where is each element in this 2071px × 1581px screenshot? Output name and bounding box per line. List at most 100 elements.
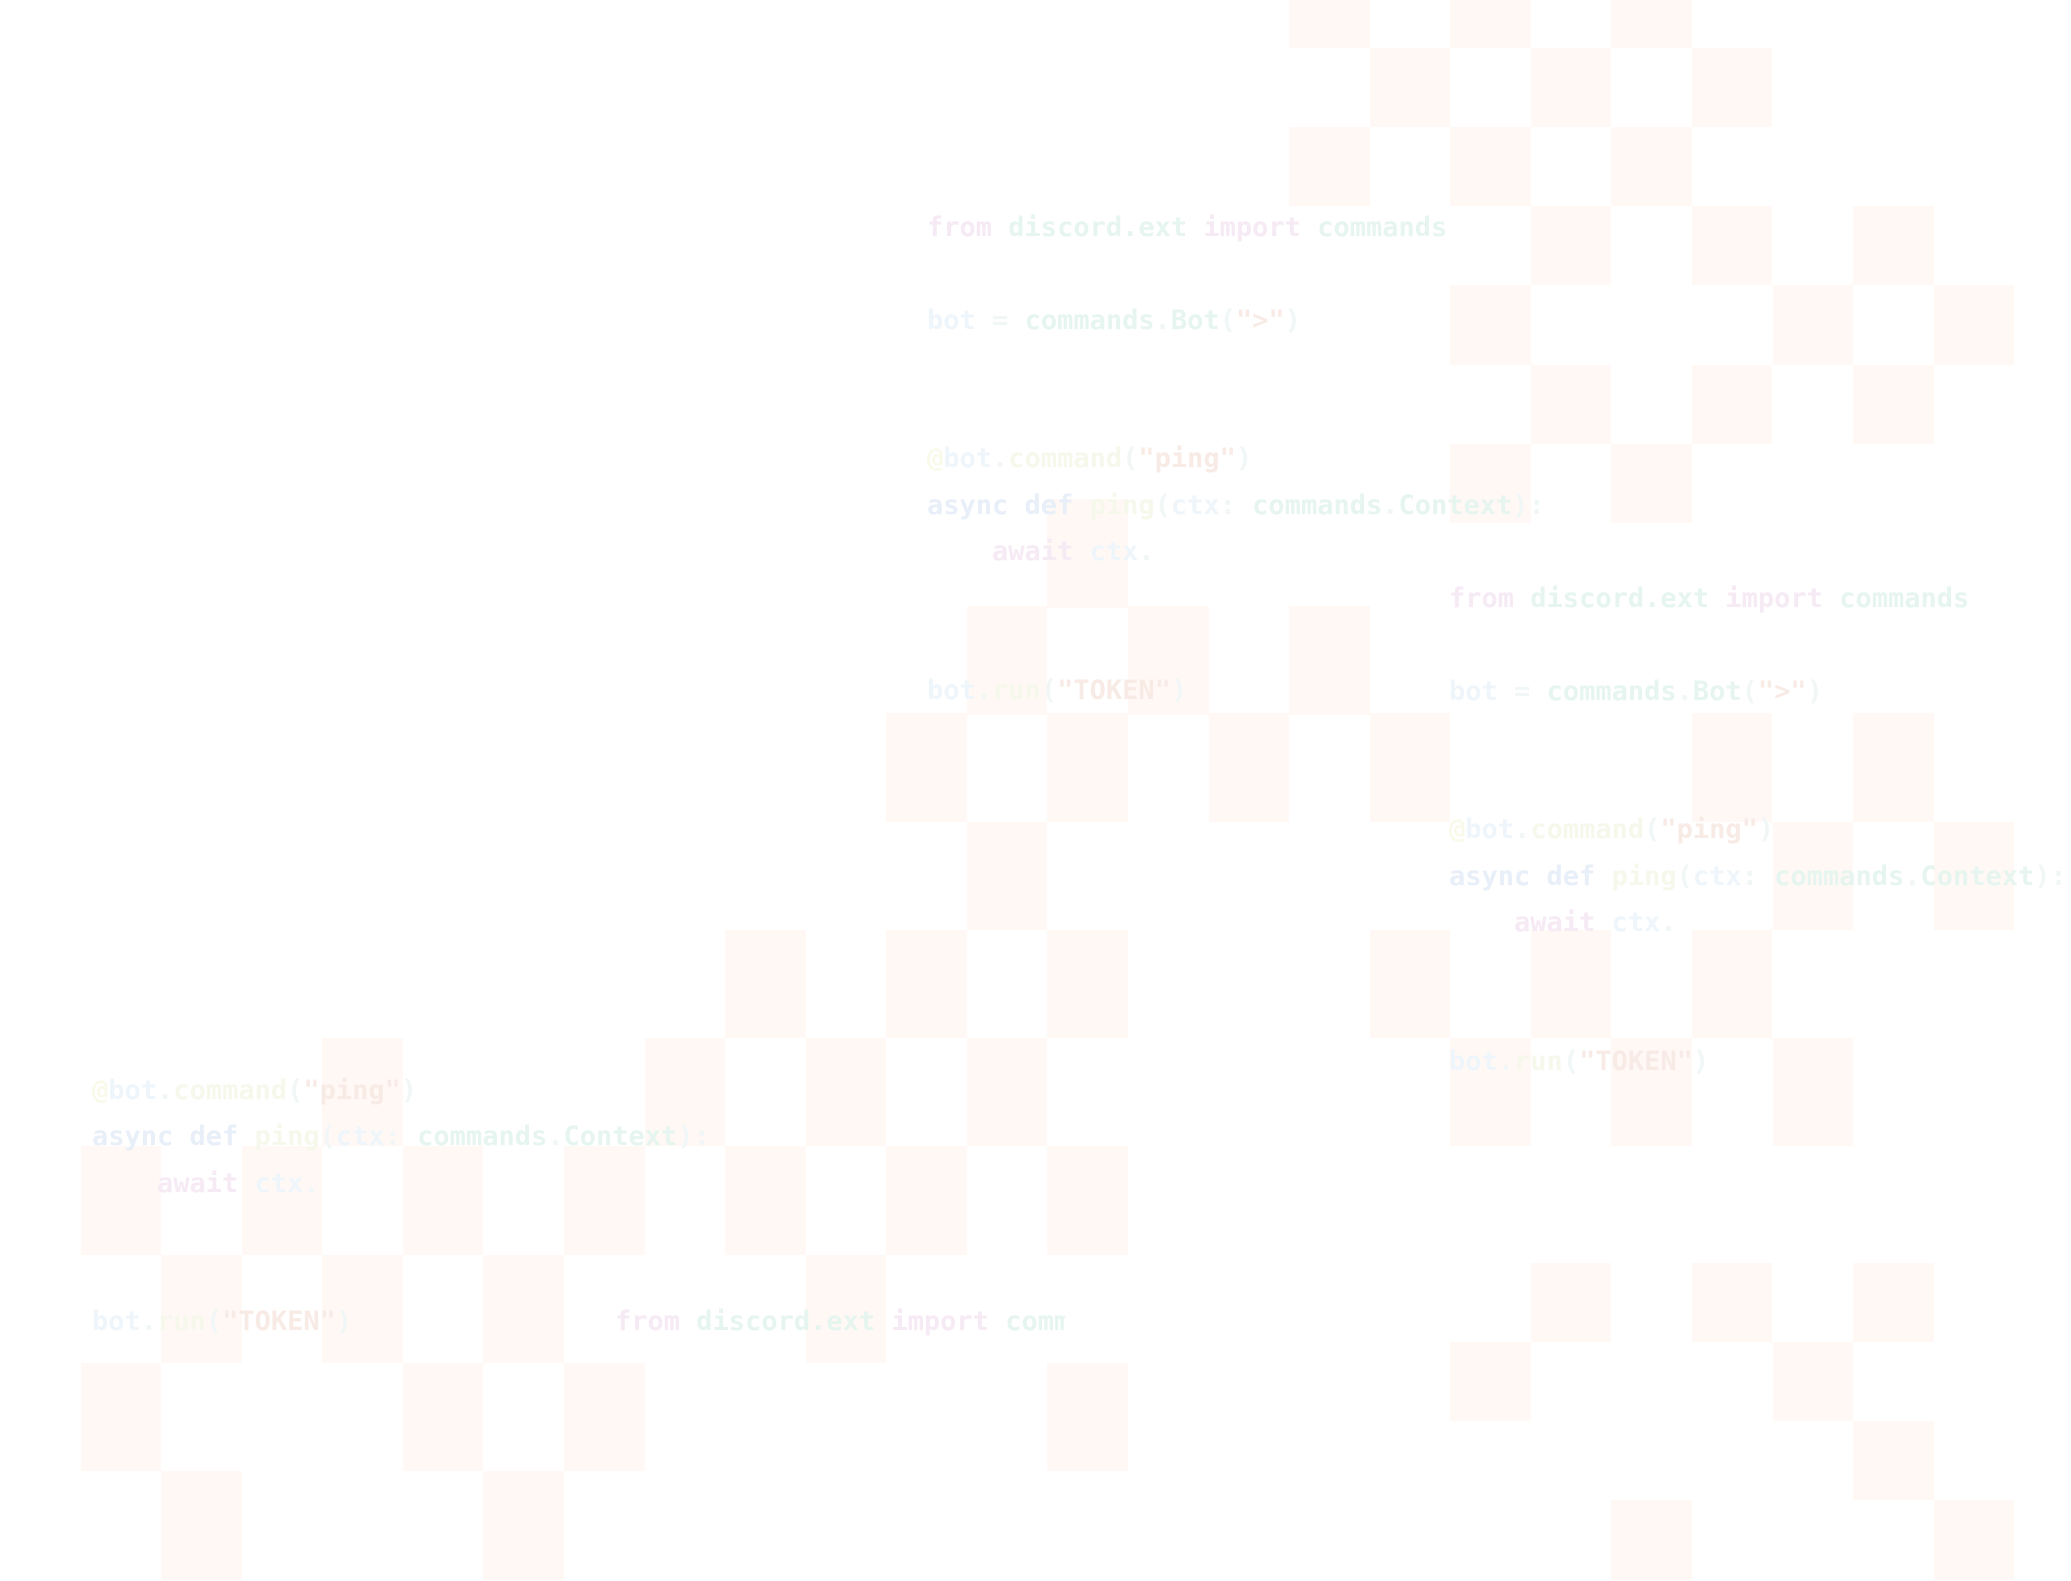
checker-square xyxy=(1691,47,1773,127)
checker-square xyxy=(1772,1038,1854,1147)
code-line: @bot.command("ping") xyxy=(927,436,1627,482)
code-token: bot xyxy=(92,1306,141,1338)
checker-square xyxy=(563,1363,645,1472)
checker-square xyxy=(805,1254,887,1364)
code-token: await xyxy=(1514,907,1596,939)
code-token xyxy=(1823,583,1839,614)
code-token: ctx xyxy=(254,1167,304,1199)
code-line xyxy=(92,1207,792,1253)
code-token: ) xyxy=(335,1306,353,1338)
checker-square xyxy=(1853,1421,1934,1501)
code-token: ctx xyxy=(1692,860,1742,892)
code-line: async def ping(ctx: commands.Context): xyxy=(92,1114,792,1160)
code-token: from xyxy=(927,212,993,243)
code-token: : xyxy=(384,1121,418,1153)
checker-square xyxy=(1450,443,1531,524)
code-token: ping xyxy=(1611,860,1677,892)
checker-square xyxy=(1611,1500,1692,1580)
code-token: bot xyxy=(1449,675,1498,707)
code-token: . xyxy=(1676,675,1693,707)
checker-square xyxy=(322,1038,403,1147)
code-token: command xyxy=(1008,443,1123,475)
checker-square xyxy=(886,929,967,1039)
code-token: "TOKEN" xyxy=(1579,1045,1693,1077)
code-token: commands xyxy=(1839,583,1970,614)
checker-square xyxy=(1530,364,1612,444)
code-token: = xyxy=(975,304,1025,336)
code-line: await ctx. xyxy=(92,1161,792,1207)
checker-square xyxy=(725,929,806,1039)
code-line xyxy=(1449,761,2071,807)
code-token: . xyxy=(1497,1045,1515,1077)
code-token: ): xyxy=(677,1121,710,1153)
code-token: ping xyxy=(254,1121,320,1153)
checker-square xyxy=(1691,929,1773,1039)
code-token: async def xyxy=(92,1121,239,1153)
code-token xyxy=(989,1306,1005,1337)
code-token: . xyxy=(140,1306,158,1338)
code-token xyxy=(238,1168,254,1199)
code-token: bot xyxy=(1465,814,1515,846)
checker-square xyxy=(1611,1038,1692,1147)
code-line xyxy=(92,1253,792,1299)
code-block-bottom-left: @bot.command("ping")async def ping(ctx: … xyxy=(92,1068,792,1346)
code-token: Bot xyxy=(1170,304,1220,336)
code-token: . xyxy=(303,1167,320,1199)
checker-square xyxy=(161,1254,242,1364)
code-token: commands xyxy=(417,1121,548,1153)
code-line: @bot.command("ping") xyxy=(92,1068,792,1114)
code-token: commands xyxy=(1005,1306,1065,1337)
code-token xyxy=(1073,536,1089,567)
code-token: . xyxy=(1660,907,1677,939)
code-token: commands xyxy=(1546,675,1677,707)
checker-square xyxy=(402,1146,484,1255)
code-token xyxy=(992,212,1008,243)
code-token: ctx xyxy=(1089,536,1139,568)
checker-square xyxy=(1289,606,1370,715)
checker-square xyxy=(1611,126,1692,207)
checker-square xyxy=(80,1363,162,1472)
checker-square xyxy=(1933,285,2015,365)
checker-square xyxy=(1047,499,1128,608)
code-line: from discord.ext import commands xyxy=(927,205,1627,251)
code-token: commands xyxy=(1317,212,1448,243)
checker-square xyxy=(1127,606,1209,715)
code-token xyxy=(238,1121,254,1152)
checker-square xyxy=(1933,1500,2015,1580)
code-token: commands xyxy=(1774,860,1905,892)
code-token: await xyxy=(157,1167,239,1199)
code-line: async def ping(ctx: commands.Context): xyxy=(927,483,1627,529)
checker-square xyxy=(966,1038,1048,1147)
code-token: ) xyxy=(1806,675,1823,707)
code-block-top: from discord.ext import commands bot = co… xyxy=(927,205,1627,714)
code-token: ( xyxy=(319,1121,336,1153)
code-token: . xyxy=(1904,860,1921,892)
code-token: discord.ext xyxy=(696,1306,876,1337)
checker-square xyxy=(1853,206,1934,286)
code-token: ( xyxy=(1154,489,1171,521)
code-token: bot xyxy=(927,674,976,706)
code-token: commands xyxy=(1024,304,1155,336)
code-token: run xyxy=(992,674,1041,706)
checker-square xyxy=(644,1038,726,1147)
checker-square xyxy=(1933,821,2015,930)
code-token xyxy=(1301,212,1317,243)
checker-square xyxy=(725,1146,806,1255)
checker-square xyxy=(1369,929,1451,1039)
checker-square xyxy=(1450,126,1531,207)
code-token xyxy=(1514,583,1530,614)
code-token: async def xyxy=(927,489,1074,521)
code-line: bot.run("TOKEN") xyxy=(1449,1039,2071,1085)
code-token xyxy=(1187,212,1203,243)
code-line xyxy=(927,344,1627,390)
checker-square xyxy=(483,1471,564,1580)
checker-square xyxy=(1853,713,1934,822)
checker-square xyxy=(322,1254,403,1364)
checker-square xyxy=(1047,1146,1128,1255)
code-token xyxy=(1449,907,1514,938)
code-token: ( xyxy=(1562,1045,1580,1077)
checker-square xyxy=(1047,713,1128,822)
code-token: ): xyxy=(1512,489,1545,521)
checker-square xyxy=(1047,929,1128,1039)
